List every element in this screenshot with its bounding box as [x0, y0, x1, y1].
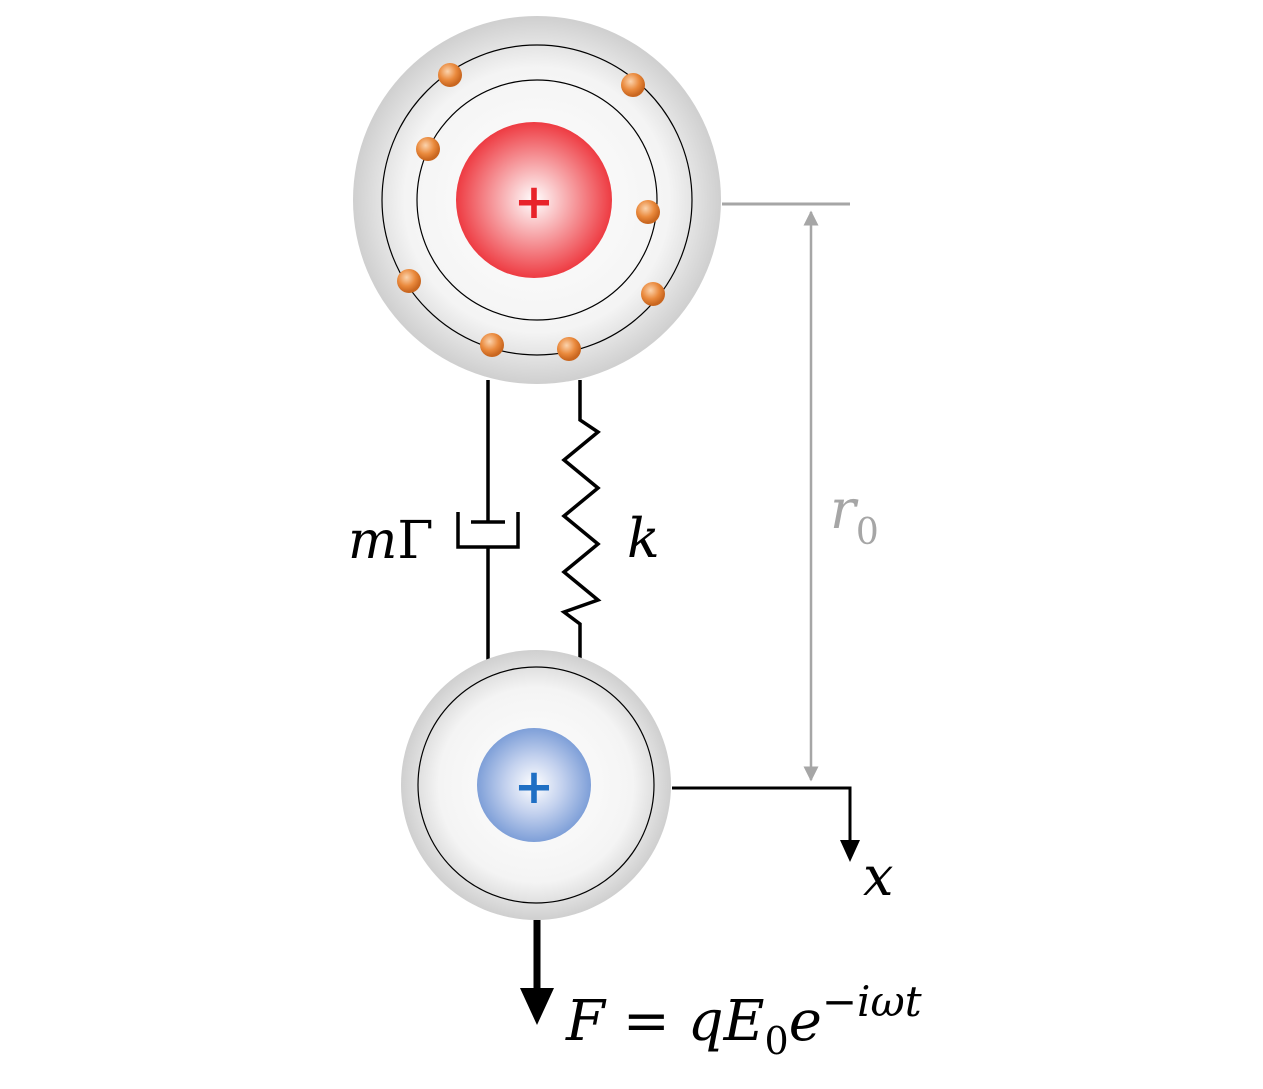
gamma-symbol: Γ [397, 511, 433, 571]
distance-dimension [722, 202, 850, 782]
lower-atom: + [401, 650, 671, 920]
upper-inner-shell [416, 79, 658, 321]
electron [438, 63, 462, 87]
electron [636, 200, 660, 224]
lower-nucleus-charge: + [514, 759, 554, 815]
lower-nucleus [477, 728, 591, 842]
upper-nucleus [456, 122, 612, 278]
electron [397, 269, 421, 293]
spring [560, 380, 602, 658]
distance-symbol: r [830, 478, 859, 541]
x-axis-label: x [863, 845, 893, 908]
electron [480, 333, 504, 357]
exponential-base: e [789, 989, 822, 1054]
field-symbol: E [723, 989, 765, 1054]
electron [557, 337, 581, 361]
electron [416, 137, 440, 161]
charge-symbol: q [688, 989, 724, 1054]
equals-sign: = [623, 989, 670, 1054]
upper-atom: + [353, 16, 721, 384]
electron [621, 73, 645, 97]
upper-nucleus-charge: + [514, 174, 554, 230]
distance-label: r0 [830, 478, 879, 553]
exponent: −iωt [822, 977, 922, 1026]
x-axis [672, 786, 860, 862]
distance-subscript: 0 [856, 512, 879, 553]
x-axis-arrowhead [840, 840, 860, 862]
field-subscript: 0 [765, 1019, 789, 1063]
force-symbol: F [565, 989, 607, 1054]
damper [456, 380, 520, 660]
upper-outer-shell [381, 44, 693, 356]
mass-symbol: m [348, 511, 397, 571]
force-arrow [520, 920, 554, 1025]
spring-label: k [627, 507, 660, 570]
force-equation: F= qE0e−iωt [565, 977, 922, 1063]
damper-label: mΓ [348, 511, 433, 571]
electron [641, 282, 665, 306]
lower-shell [417, 666, 655, 904]
